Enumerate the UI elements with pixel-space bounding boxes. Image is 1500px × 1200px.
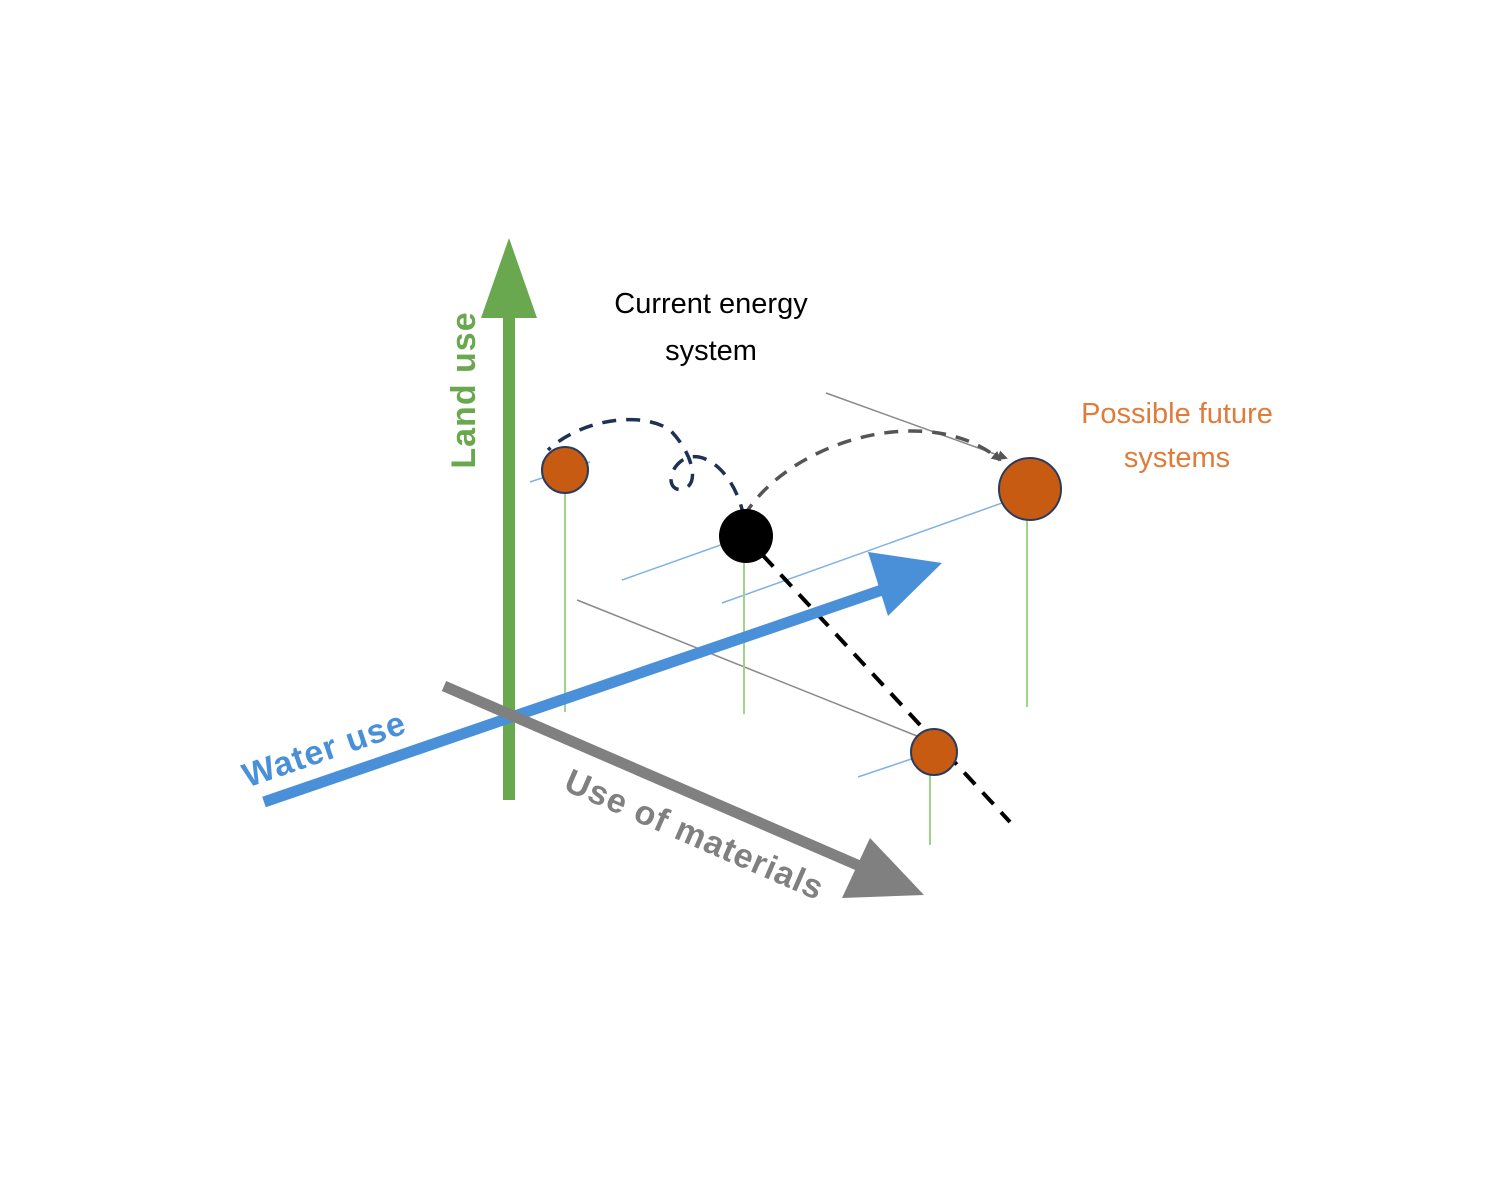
future-systems-label-line1: Possible future: [1081, 398, 1273, 430]
guide-line-top: [825, 392, 1008, 460]
current-system-point: [719, 509, 773, 563]
water-use-axis: [262, 552, 942, 808]
projection-line-right: [721, 492, 1031, 604]
dashed-path-to-right: [742, 429, 1002, 517]
land-use-label: Land use: [445, 311, 483, 468]
current-system-label-line2: system: [665, 335, 757, 367]
future-system-point: [998, 457, 1062, 521]
current-system-label-line1: Current energy: [614, 288, 808, 320]
dashed-path-to-left: [546, 417, 746, 519]
future-system-point: [910, 728, 958, 776]
future-systems-label-line2: systems: [1124, 442, 1230, 474]
materials-axis: [441, 680, 924, 898]
dashed-trajectory-line: [742, 533, 1012, 824]
future-system-point: [541, 446, 589, 494]
guide-line-materials-parallel: [576, 599, 923, 739]
land-use-axis: [481, 238, 537, 800]
